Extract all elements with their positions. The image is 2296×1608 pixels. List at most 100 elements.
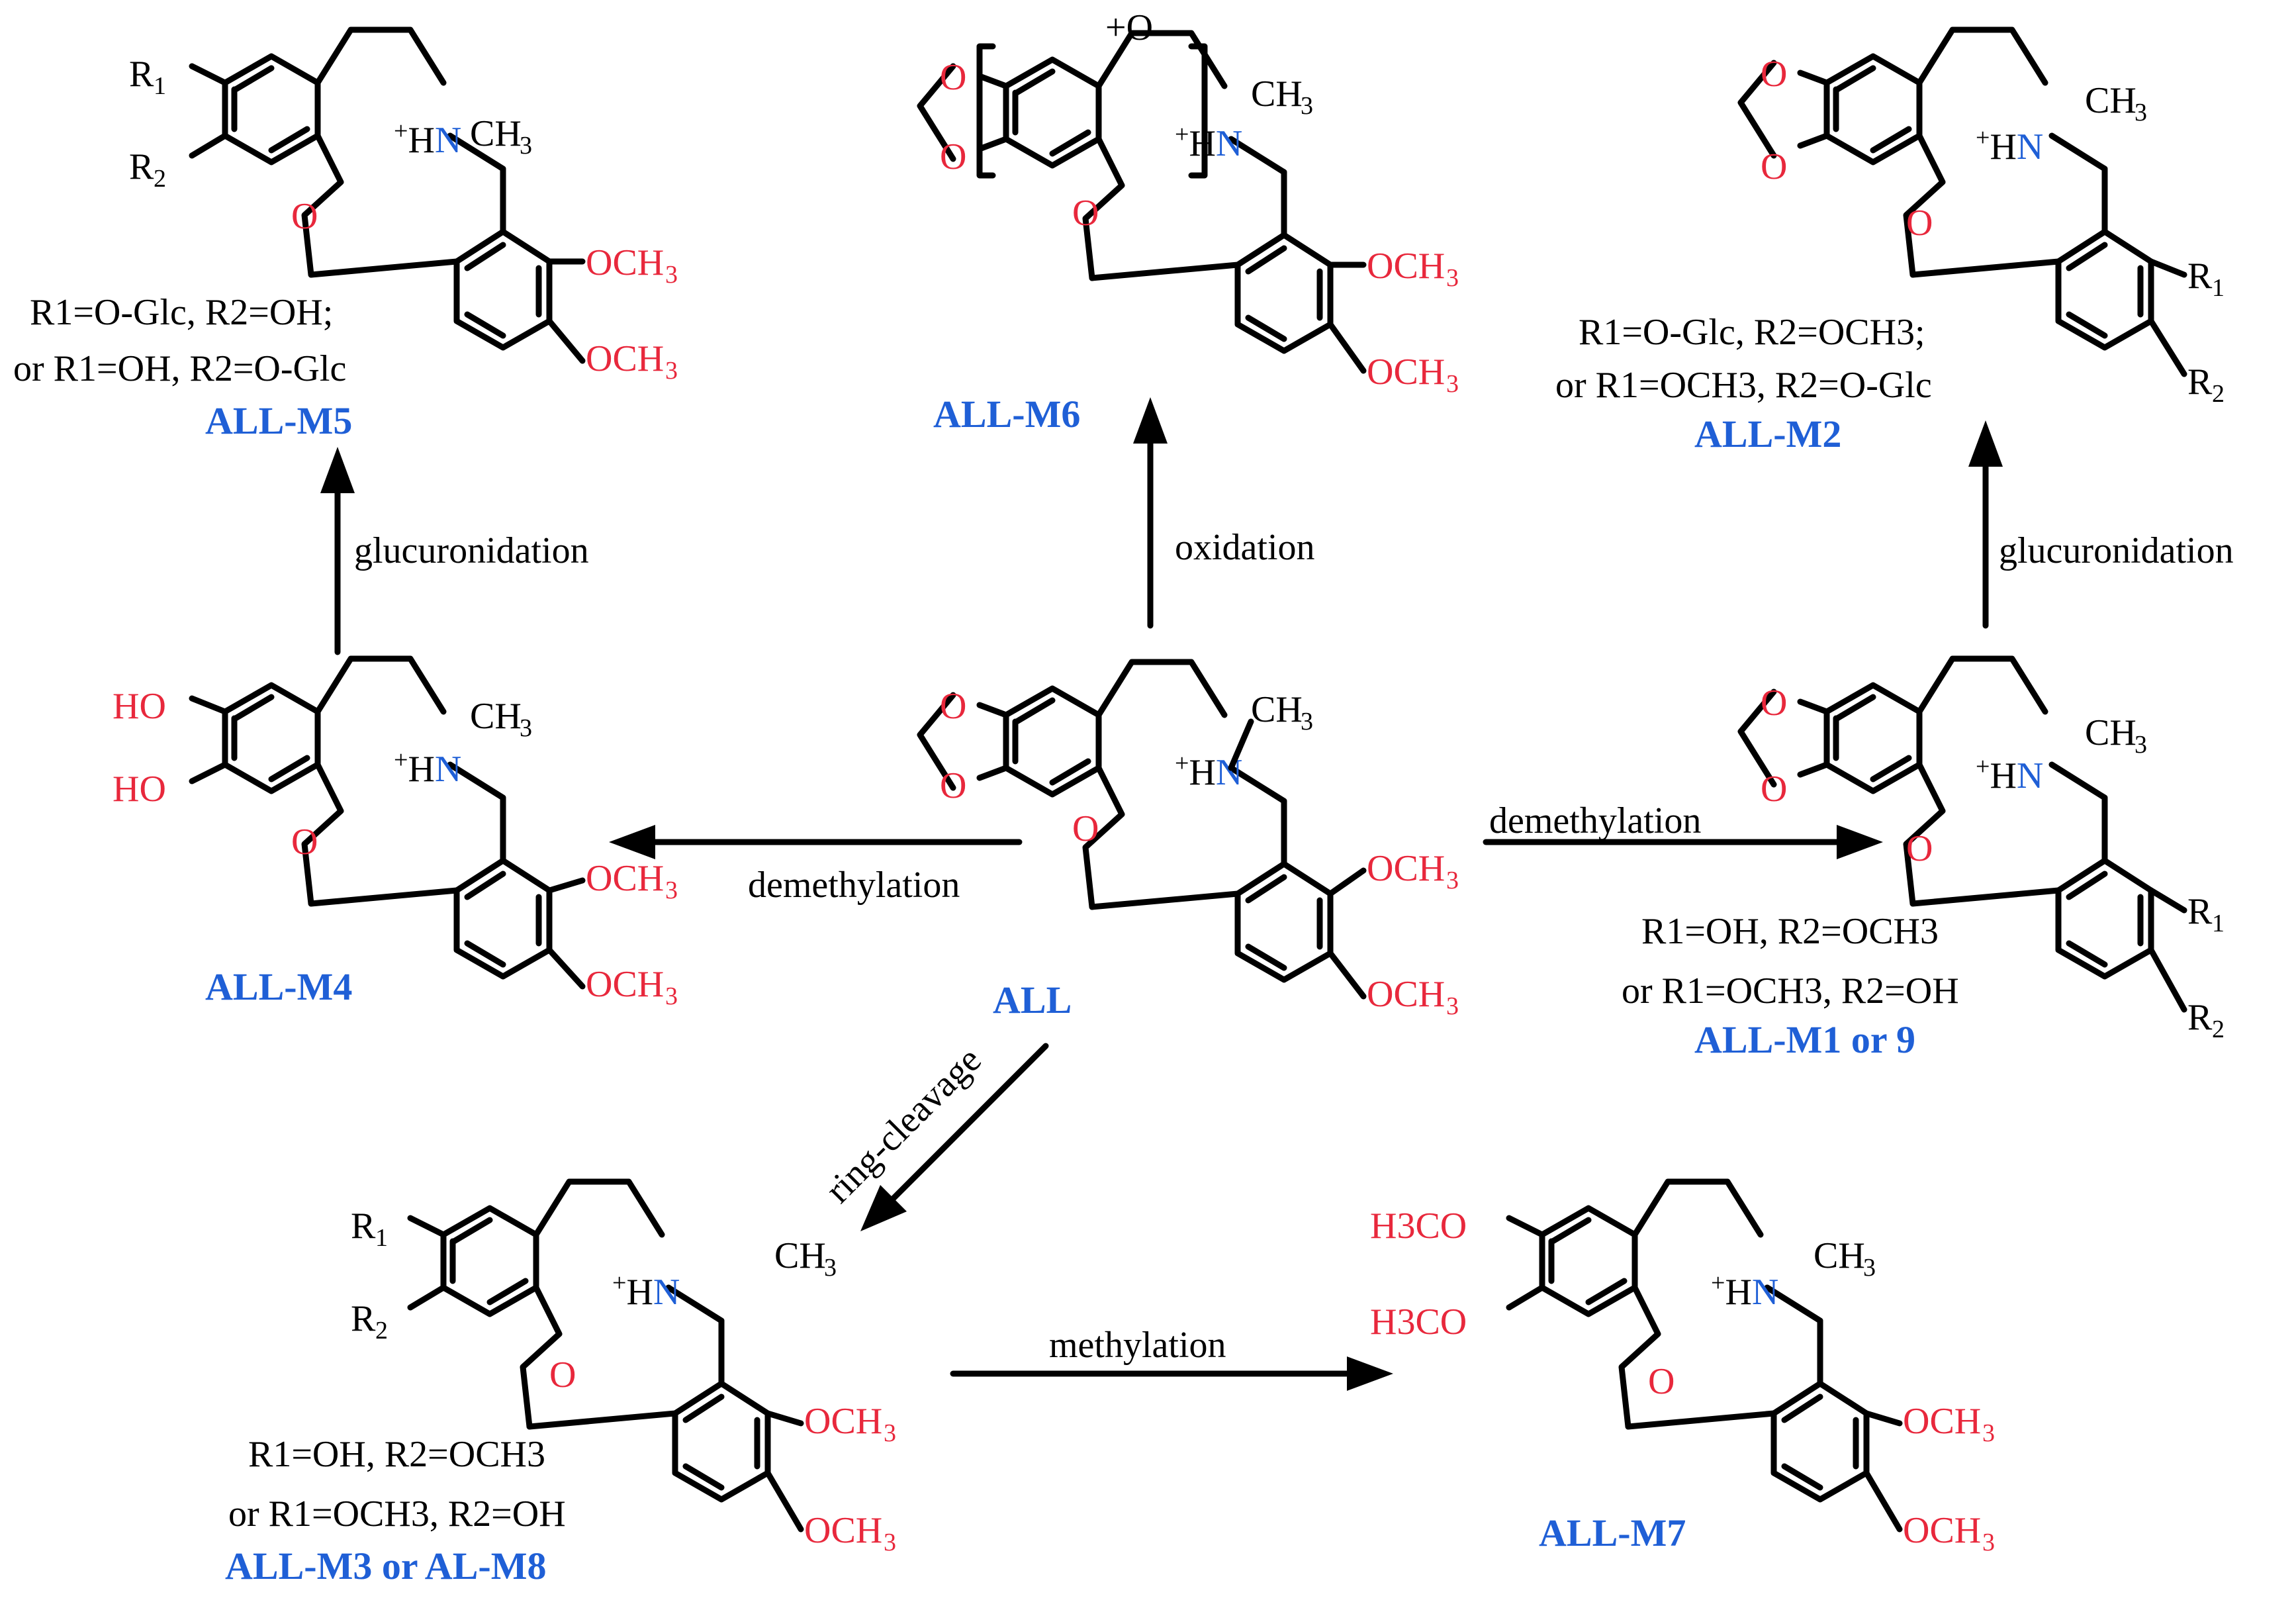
svg-text:2: 2 (2212, 380, 2225, 408)
svg-text:O: O (940, 57, 966, 98)
svg-text:2: 2 (2212, 1016, 2225, 1043)
svg-text:R: R (2187, 256, 2213, 297)
svg-text:OCH: OCH (586, 964, 664, 1005)
arrow-glucuronidation-left (320, 447, 355, 655)
svg-text:CH: CH (774, 1235, 826, 1276)
svg-text:CH: CH (1251, 689, 1303, 730)
svg-text:3: 3 (1301, 92, 1313, 120)
svg-text:2: 2 (154, 165, 166, 193)
svg-text:3: 3 (665, 876, 678, 904)
svg-text:O: O (940, 765, 966, 806)
svg-text:OCH: OCH (804, 1510, 882, 1551)
svg-text:3: 3 (520, 132, 532, 160)
svg-text:R: R (129, 146, 154, 187)
m3-r-line2: or R1=OCH3, R2=OH (228, 1493, 566, 1535)
svg-text:1: 1 (154, 72, 166, 100)
arrow-demethylation-left (609, 825, 1023, 859)
arrow-oxidation (1133, 397, 1168, 629)
svg-text:3: 3 (1863, 1254, 1876, 1282)
compound-all-m4: HO HO +HN CH 3 O OCH 3 OCH 3 (113, 659, 678, 1010)
svg-text:O: O (1761, 54, 1787, 95)
svg-text:OCH: OCH (1367, 974, 1445, 1015)
svg-text:O: O (1761, 769, 1787, 810)
label-demethylation-left: demethylation (748, 865, 960, 906)
m1-r-line2: or R1=OCH3, R2=OH (1622, 970, 1959, 1012)
svg-text:+HN: +HN (394, 746, 461, 790)
svg-text:OCH: OCH (1903, 1401, 1981, 1442)
svg-text:+HN: +HN (1175, 120, 1242, 164)
svg-text:R: R (351, 1206, 376, 1247)
svg-text:3: 3 (1446, 867, 1459, 894)
svg-text:O: O (940, 686, 966, 727)
svg-text:3: 3 (1982, 1419, 1995, 1447)
svg-text:HO: HO (113, 769, 166, 810)
svg-text:1: 1 (2212, 274, 2225, 302)
compound-label-all-m5: ALL-M5 (205, 399, 352, 442)
compound-all-m6: O O +O +HN CH 3 O OCH 3 OCH 3 ALL-M6 (917, 7, 1459, 436)
svg-text:1: 1 (2212, 910, 2225, 937)
svg-text:+HN: +HN (1976, 124, 2043, 167)
svg-text:O: O (1072, 193, 1099, 234)
compound-all: O O +HN CH 3 O OCH 3 OCH 3 ALL (917, 662, 1459, 1021)
svg-text:3: 3 (884, 1529, 896, 1556)
m2-r-line2: or R1=OCH3, R2=O-Glc (1555, 365, 1932, 406)
svg-text:O: O (291, 196, 318, 237)
svg-text:O: O (549, 1354, 576, 1395)
label-demethylation-right: demethylation (1489, 800, 1701, 841)
compound-label-all-m1: ALL-M1 or 9 (1694, 1018, 1915, 1061)
label-glucuronidation-right: glucuronidation (1999, 530, 2234, 571)
svg-text:1: 1 (375, 1224, 388, 1252)
svg-text:CH: CH (470, 696, 522, 737)
svg-text:O: O (1072, 808, 1099, 849)
svg-text:3: 3 (665, 261, 678, 289)
arrow-methylation (950, 1356, 1393, 1391)
label-oxidation: oxidation (1175, 527, 1315, 568)
svg-text:3: 3 (1982, 1529, 1995, 1556)
svg-text:O: O (1648, 1361, 1675, 1402)
arrow-glucuronidation-right (1968, 420, 2003, 629)
svg-text:O: O (1906, 828, 1933, 869)
svg-text:O: O (940, 136, 966, 177)
svg-text:3: 3 (824, 1254, 837, 1282)
svg-text:OCH: OCH (586, 858, 664, 899)
svg-text:OCH: OCH (586, 242, 664, 283)
svg-text:CH: CH (1814, 1235, 1865, 1276)
svg-text:CH: CH (1251, 73, 1303, 115)
svg-text:3: 3 (520, 714, 532, 742)
svg-text:+HN: +HN (1976, 753, 2043, 796)
svg-text:R: R (2187, 361, 2213, 402)
svg-text:OCH: OCH (1903, 1510, 1981, 1551)
arrow-ring-cleavage (860, 1043, 1049, 1231)
m3-r-line1: R1=OH, R2=OCH3 (248, 1434, 545, 1475)
svg-text:3: 3 (2135, 99, 2147, 126)
arrow-demethylation-right (1483, 825, 1883, 859)
compound-label-all-m7: ALL-M7 (1539, 1511, 1686, 1554)
svg-text:3: 3 (665, 982, 678, 1010)
svg-text:OCH: OCH (586, 338, 664, 379)
compound-label-all-m3: ALL-M3 or AL-M8 (225, 1544, 546, 1587)
svg-text:R: R (129, 54, 154, 95)
svg-text:3: 3 (884, 1419, 896, 1447)
svg-text:HO: HO (113, 686, 166, 727)
svg-text:3: 3 (1446, 264, 1459, 292)
svg-text:+HN: +HN (394, 117, 461, 161)
svg-text:O: O (1761, 683, 1787, 724)
svg-text:+HN: +HN (612, 1269, 680, 1313)
svg-text:3: 3 (1301, 708, 1313, 735)
svg-text:3: 3 (1446, 370, 1459, 398)
svg-text:2: 2 (375, 1317, 388, 1345)
m1-r-line1: R1=OH, R2=OCH3 (1641, 911, 1939, 952)
svg-text:CH: CH (2085, 712, 2136, 753)
svg-text:3: 3 (665, 357, 678, 385)
m5-r-line2: or R1=OH, R2=O-Glc (13, 348, 346, 389)
svg-text:O: O (1761, 146, 1787, 187)
svg-text:CH: CH (2085, 80, 2136, 121)
svg-text:CH: CH (470, 113, 522, 154)
label-glucuronidation-left: glucuronidation (354, 530, 589, 571)
svg-text:H3CO: H3CO (1370, 1206, 1467, 1247)
compound-label-all-m6: ALL-M6 (933, 393, 1080, 436)
svg-text:OCH: OCH (1367, 352, 1445, 393)
